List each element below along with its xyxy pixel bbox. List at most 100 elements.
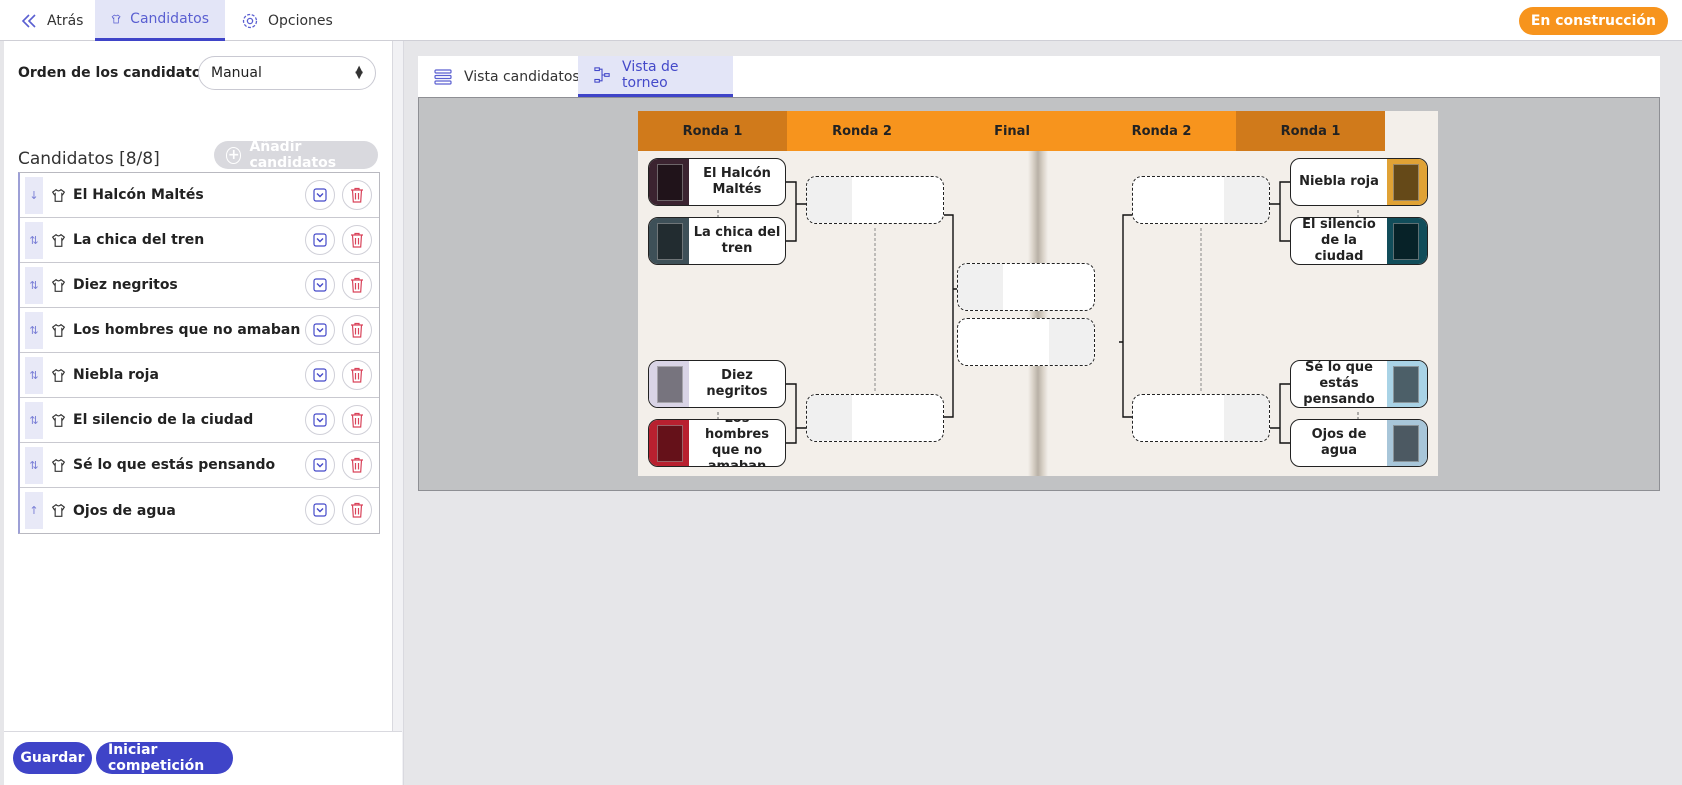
main-area: Vista candidatos Vista de torneo — [404, 41, 1682, 785]
empty-bracket-slot[interactable] — [957, 263, 1095, 311]
drag-handle-icon[interactable]: ⇅ — [25, 266, 43, 304]
candidates-title: Candidatos [8/8] — [18, 149, 160, 169]
drag-handle-icon[interactable]: ⇅ — [25, 221, 43, 259]
bracket-slot[interactable]: Los hombres que no amaban — [648, 419, 786, 467]
double-chevron-left-icon — [21, 13, 36, 28]
bracket-slot[interactable]: Ojos de agua — [1290, 419, 1428, 467]
book-cover-image — [649, 218, 689, 264]
empty-bracket-slot[interactable] — [806, 176, 944, 224]
expand-button[interactable] — [305, 360, 335, 390]
candidate-row[interactable]: ⇅Sé lo que estás pensando — [20, 443, 379, 488]
empty-cover-placeholder — [807, 177, 852, 223]
shirt-icon — [51, 323, 66, 337]
trash-icon — [351, 412, 363, 428]
expand-button[interactable] — [305, 270, 335, 300]
back-button[interactable]: Atrás — [4, 0, 99, 41]
expand-button[interactable] — [305, 405, 335, 435]
empty-bracket-slot[interactable] — [806, 394, 944, 442]
expand-button[interactable] — [305, 225, 335, 255]
expand-button[interactable] — [305, 450, 335, 480]
empty-bracket-slot[interactable] — [957, 318, 1095, 366]
bracket-slot[interactable]: Diez negritos — [648, 360, 786, 408]
order-select[interactable]: Manual ▲▼ — [198, 56, 376, 90]
empty-bracket-slot[interactable] — [1132, 176, 1270, 224]
tab-tournament-view[interactable]: Vista de torneo — [578, 56, 733, 97]
chevron-down-icon — [313, 458, 327, 472]
candidate-row[interactable]: ⇅La chica del tren — [20, 218, 379, 263]
trash-icon — [351, 457, 363, 473]
candidate-row[interactable]: ⇅ Niebla roja — [20, 353, 379, 398]
expand-button[interactable] — [305, 495, 335, 525]
delete-button[interactable] — [342, 225, 372, 255]
chevron-down-icon — [313, 503, 327, 517]
bracket-icon — [594, 67, 610, 83]
order-select-value: Manual — [211, 65, 262, 81]
delete-button[interactable] — [342, 360, 372, 390]
candidate-row[interactable]: ⇅El silencio de la ciudad — [20, 398, 379, 443]
bracket-slot[interactable]: El Halcón Maltés — [648, 158, 786, 206]
book-cover-image — [1387, 420, 1427, 466]
empty-bracket-slot[interactable] — [1132, 394, 1270, 442]
chevron-down-icon — [313, 368, 327, 382]
delete-button[interactable] — [342, 270, 372, 300]
bracket-slot[interactable]: Niebla roja — [1290, 158, 1428, 206]
drag-handle-icon[interactable]: ⇅ — [25, 446, 43, 484]
list-icon — [434, 68, 452, 85]
drag-handle-icon[interactable]: ⇅ — [25, 356, 43, 394]
slot-title: Los hombres que no amaban — [704, 420, 769, 467]
select-arrows-icon: ▲▼ — [355, 64, 363, 81]
candidate-row[interactable]: ⇅Diez negritos — [20, 263, 379, 308]
expand-button[interactable] — [305, 180, 335, 210]
panel-resizer[interactable] — [392, 41, 404, 785]
gear-icon — [242, 13, 258, 28]
drag-handle-icon[interactable]: ⇅ — [25, 401, 43, 439]
delete-button[interactable] — [342, 450, 372, 480]
candidate-name: Los hombres que no amaban — [73, 322, 301, 338]
bracket-slot[interactable]: La chica del tren — [648, 217, 786, 265]
tab-candidates-view[interactable]: Vista candidatos — [418, 56, 596, 97]
top-bar: Atrás Candidatos Opciones En construcció… — [0, 0, 1682, 41]
chevron-down-icon — [313, 233, 327, 247]
delete-button[interactable] — [342, 315, 372, 345]
tab-candidates-view-label: Vista candidatos — [464, 68, 580, 85]
start-competition-button[interactable]: Iniciar competición — [96, 742, 233, 774]
bracket-lines — [717, 181, 1359, 444]
candidate-row[interactable]: ⇅ Los hombres que no amaban — [20, 308, 379, 353]
tab-candidates-label: Candidatos — [130, 11, 209, 27]
trash-icon — [351, 277, 363, 293]
shirt-icon — [51, 503, 66, 517]
chevron-down-icon — [313, 323, 327, 337]
bracket-slot[interactable]: Sé lo que estás pensando — [1290, 360, 1428, 408]
candidates-panel: Orden de los candidatos: Manual ▲▼ Candi… — [4, 41, 402, 785]
slot-title: Sé lo que estás pensando — [1303, 360, 1375, 407]
book-cover-image — [1387, 218, 1427, 264]
delete-button[interactable] — [342, 405, 372, 435]
candidate-name: Niebla roja — [73, 367, 159, 383]
add-candidates-label: Añadir candidatos — [249, 139, 337, 171]
shirt-icon — [51, 278, 66, 292]
drag-handle-icon[interactable]: ↑ — [25, 492, 43, 529]
trash-icon — [351, 187, 363, 203]
candidate-name: El Halcón Maltés — [73, 187, 204, 203]
bracket-slot[interactable]: El silencio de la ciudad — [1290, 217, 1428, 265]
drag-handle-icon[interactable]: ⇅ — [25, 311, 43, 349]
back-label: Atrás — [47, 12, 84, 29]
tab-options-label: Opciones — [268, 12, 333, 29]
expand-button[interactable] — [305, 315, 335, 345]
save-button[interactable]: Guardar — [13, 742, 92, 774]
add-candidates-button[interactable]: + Añadir candidatos — [214, 139, 378, 171]
shirt-icon — [51, 188, 66, 202]
tab-candidates[interactable]: Candidatos — [95, 0, 225, 41]
round-header: Ronda 2 — [787, 111, 937, 151]
delete-button[interactable] — [342, 180, 372, 210]
candidate-row[interactable]: ↓ El Halcón Maltés — [20, 173, 379, 218]
candidate-row[interactable]: ↑Ojos de agua — [20, 488, 379, 533]
trash-icon — [351, 502, 363, 518]
drag-handle-icon[interactable]: ↓ — [25, 176, 43, 214]
chevron-down-icon — [313, 413, 327, 427]
slot-title: El Halcón Maltés — [703, 166, 771, 197]
tab-options[interactable]: Opciones — [225, 0, 349, 41]
book-cover-image — [649, 361, 689, 407]
delete-button[interactable] — [342, 495, 372, 525]
